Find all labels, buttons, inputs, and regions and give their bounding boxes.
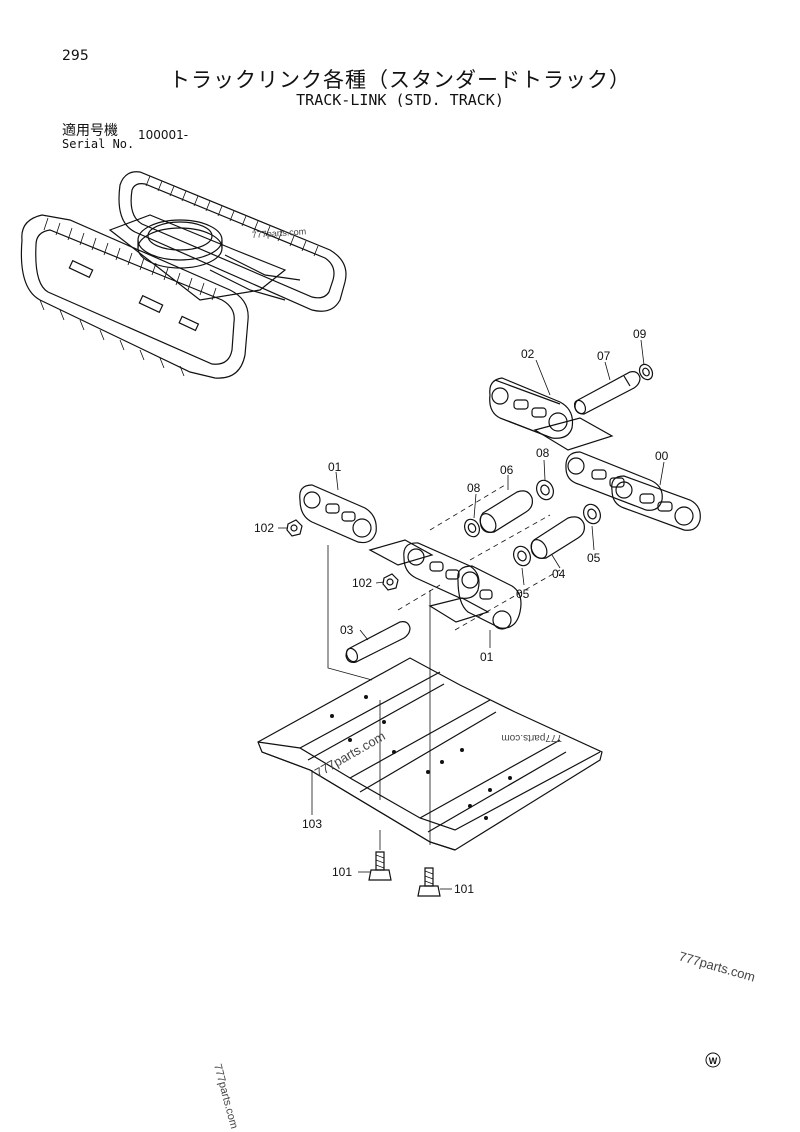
label-part-05-left: 05 (516, 587, 530, 601)
watermark-top: 777parts.com (251, 226, 306, 240)
seal-08-upper (536, 479, 554, 501)
nut-102-lower (382, 573, 399, 591)
serial-label-english: Serial No. (62, 137, 135, 151)
label-part-101-right: 101 (454, 882, 474, 896)
undercarriage-illustration (20, 171, 347, 379)
watermark-bottom-left: 777parts.com (211, 1063, 240, 1130)
serial-number-value: 100001- (138, 128, 189, 142)
label-part-01-upper: 01 (328, 460, 342, 474)
bolt-101-left (368, 851, 392, 881)
page-title-english: TRACK-LINK (STD. TRACK) (296, 91, 504, 109)
seal-plate-02 (533, 417, 614, 451)
bushing-06 (479, 490, 533, 533)
bushing-04 (530, 516, 585, 559)
seal-08-lower (464, 518, 480, 538)
track-pin-07 (573, 371, 641, 415)
label-part-101-left: 101 (332, 865, 352, 879)
manufacturer-logo: W (705, 1052, 721, 1068)
track-link-01-upper (299, 484, 377, 544)
label-part-102-lower: 102 (352, 576, 372, 590)
label-part-07: 07 (597, 349, 611, 363)
watermark-shoe-right: 777parts.com (501, 732, 562, 743)
bolt-101-right (417, 867, 441, 897)
label-part-02: 02 (521, 347, 535, 361)
track-shoe-103 (257, 657, 603, 851)
label-part-04: 04 (552, 567, 566, 581)
track-link-00 (565, 451, 701, 531)
serial-label-japanese: 適用号機 (62, 123, 118, 139)
label-part-08-lower: 08 (467, 481, 481, 495)
label-part-06: 06 (500, 463, 514, 477)
nut-102-upper (286, 519, 303, 537)
label-part-01-lower: 01 (480, 650, 494, 664)
ring-09 (638, 363, 654, 381)
label-part-09: 09 (633, 327, 647, 341)
label-part-08-upper: 08 (536, 446, 550, 460)
track-pin-03 (345, 621, 411, 663)
label-part-00: 00 (655, 449, 669, 463)
label-part-103: 103 (302, 817, 322, 831)
logo-letter: W (709, 1056, 718, 1066)
track-link-01-center (403, 542, 522, 630)
seal-05-right (583, 503, 601, 525)
seal-plate-01 (368, 539, 434, 566)
seal-05-left (513, 545, 531, 567)
watermark-bottom-right: 777parts.com (677, 948, 757, 984)
page-number: 295 (62, 48, 89, 64)
label-part-03: 03 (340, 623, 354, 637)
page-title-japanese: トラックリンク各種（スタンダードトラック） (169, 68, 631, 92)
track-link-02 (489, 377, 574, 439)
seal-plate-center (428, 597, 490, 623)
label-part-102-upper: 102 (254, 521, 274, 535)
label-part-05-right: 05 (587, 551, 601, 565)
